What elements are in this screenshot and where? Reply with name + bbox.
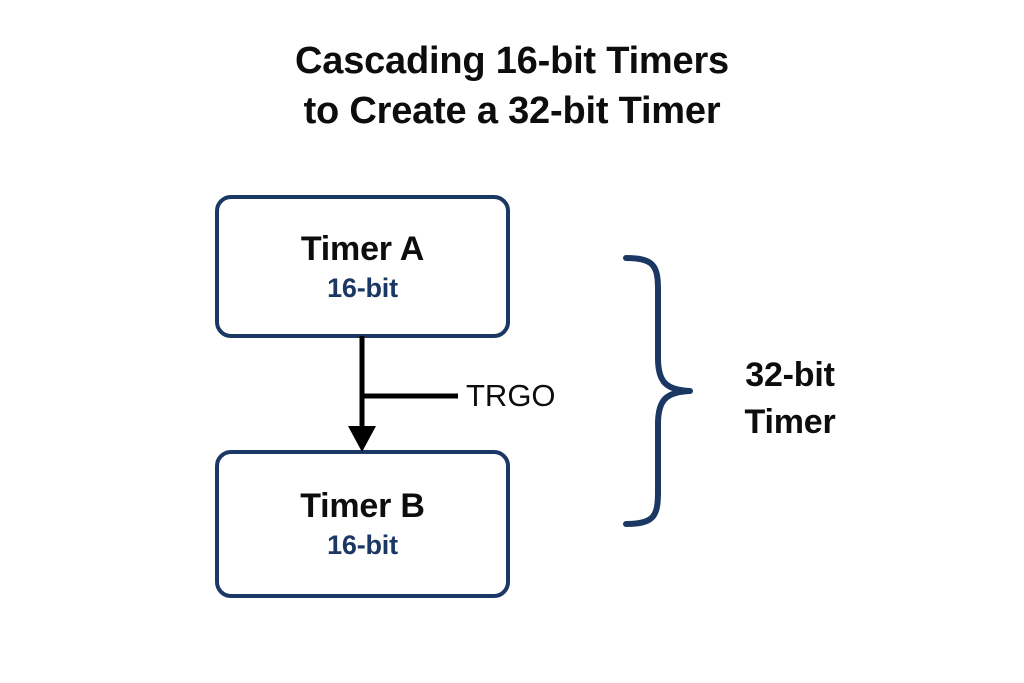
page-title: Cascading 16-bit Timers to Create a 32-b… xyxy=(0,36,1024,136)
trgo-connector-arrow-icon xyxy=(348,336,458,452)
block-timer-a: Timer A 16-bit xyxy=(215,195,510,338)
trgo-label: TRGO xyxy=(466,378,556,413)
block-timer-b: Timer B 16-bit xyxy=(215,450,510,598)
block-timer-a-name: Timer A xyxy=(300,229,425,268)
block-timer-b-name: Timer B xyxy=(300,487,425,525)
title-line-1: Cascading 16-bit Timers xyxy=(295,40,729,82)
block-timer-a-width: 16-bit xyxy=(327,272,398,303)
brace-caption-line-1: 32-bit xyxy=(745,356,835,394)
title-line-2: to Create a 32-bit Timer xyxy=(303,90,721,132)
block-timer-b-width: 16-bit xyxy=(327,530,398,560)
brace-caption: 32-bit Timer xyxy=(700,352,880,446)
brace-caption-line-2: Timer xyxy=(744,403,836,441)
curly-brace-icon xyxy=(623,255,693,527)
